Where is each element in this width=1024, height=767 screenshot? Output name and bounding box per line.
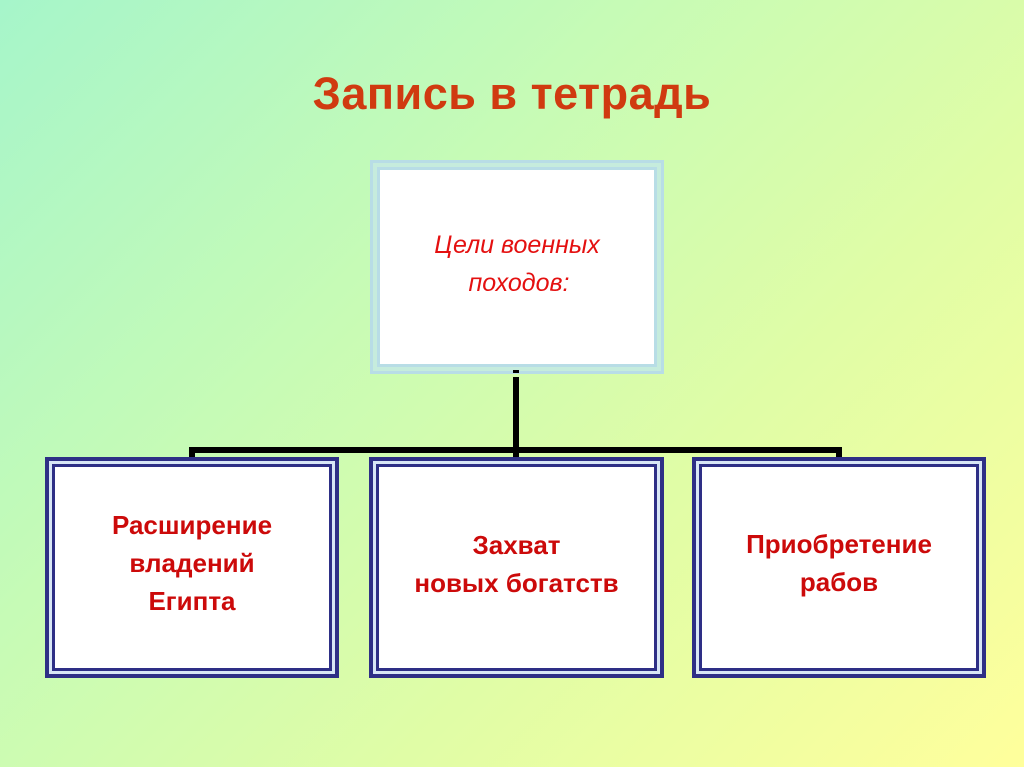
connector-horizontal — [189, 447, 842, 453]
child-node-wealth: Захват новых богатств — [369, 457, 664, 678]
child-node-wealth-label: Захват новых богатств — [414, 529, 619, 598]
child-node-slaves: Приобретение рабов — [692, 457, 986, 678]
root-node-label: Цели военных походов: — [434, 226, 599, 302]
slide-title: Запись в тетрадь — [312, 68, 712, 119]
child-node-expansion-inner: Расширение владений Египта — [52, 464, 332, 671]
root-node-line-1: Цели военных — [434, 231, 600, 259]
child-node-expansion-label: Расширение владений Египта — [111, 509, 273, 616]
connector-left-drop — [189, 447, 195, 462]
child-node-slaves-inner: Приобретение рабов — [699, 464, 979, 671]
connector-right-drop — [836, 447, 842, 462]
child-node-wealth-inner: Захват новых богатств — [376, 464, 657, 671]
connector-stub — [513, 370, 519, 373]
connector-trunk — [513, 377, 519, 462]
root-node-line-2: походов: — [468, 269, 570, 297]
root-node-inner: Цели военных походов: — [377, 167, 657, 367]
child-node-expansion: Расширение владений Египта — [45, 457, 339, 678]
child-node-slaves-label: Приобретение рабов — [746, 528, 932, 597]
root-node-box: Цели военных походов: — [370, 160, 664, 374]
